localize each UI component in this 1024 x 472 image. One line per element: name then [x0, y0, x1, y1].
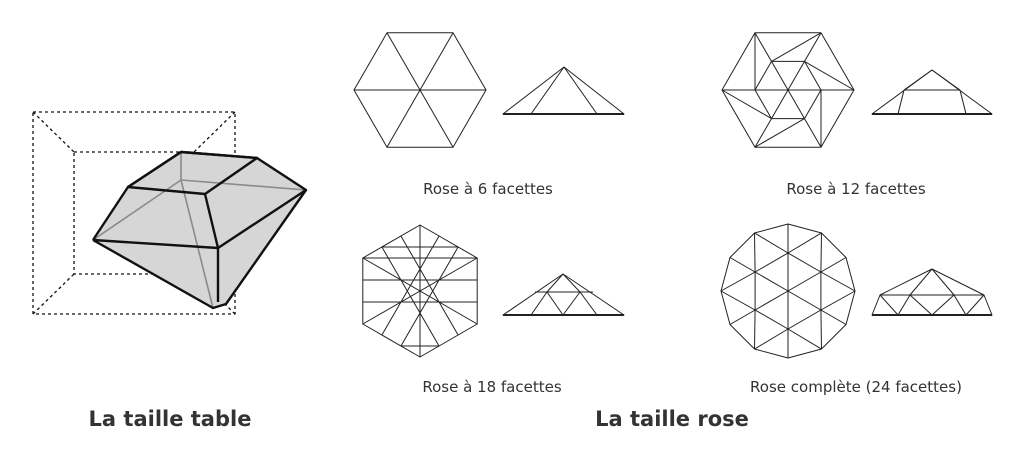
rose-18-side-view — [502, 273, 625, 316]
table-cut-title: La taille table — [89, 407, 252, 431]
rose-12-caption: Rose à 12 facettes — [786, 180, 925, 198]
rose-6-caption: Rose à 6 facettes — [423, 180, 553, 198]
rose-6-top-view — [353, 32, 487, 148]
table-cut-illustration — [32, 111, 308, 315]
rose-cut-title: La taille rose — [595, 407, 749, 431]
rose-24-caption: Rose complète (24 facettes) — [750, 378, 962, 396]
rose-18-top-view — [362, 224, 478, 358]
rose-18-caption: Rose à 18 facettes — [422, 378, 561, 396]
rose-24-side-view — [871, 268, 993, 316]
table-cut-crystal — [91, 150, 308, 310]
rose-6-side-view — [502, 66, 625, 115]
rose-12-top-view — [721, 32, 855, 148]
rose-cut-illustrations — [353, 32, 993, 359]
rose-12-side-view — [871, 69, 993, 115]
rose-24-top-view — [720, 223, 856, 359]
